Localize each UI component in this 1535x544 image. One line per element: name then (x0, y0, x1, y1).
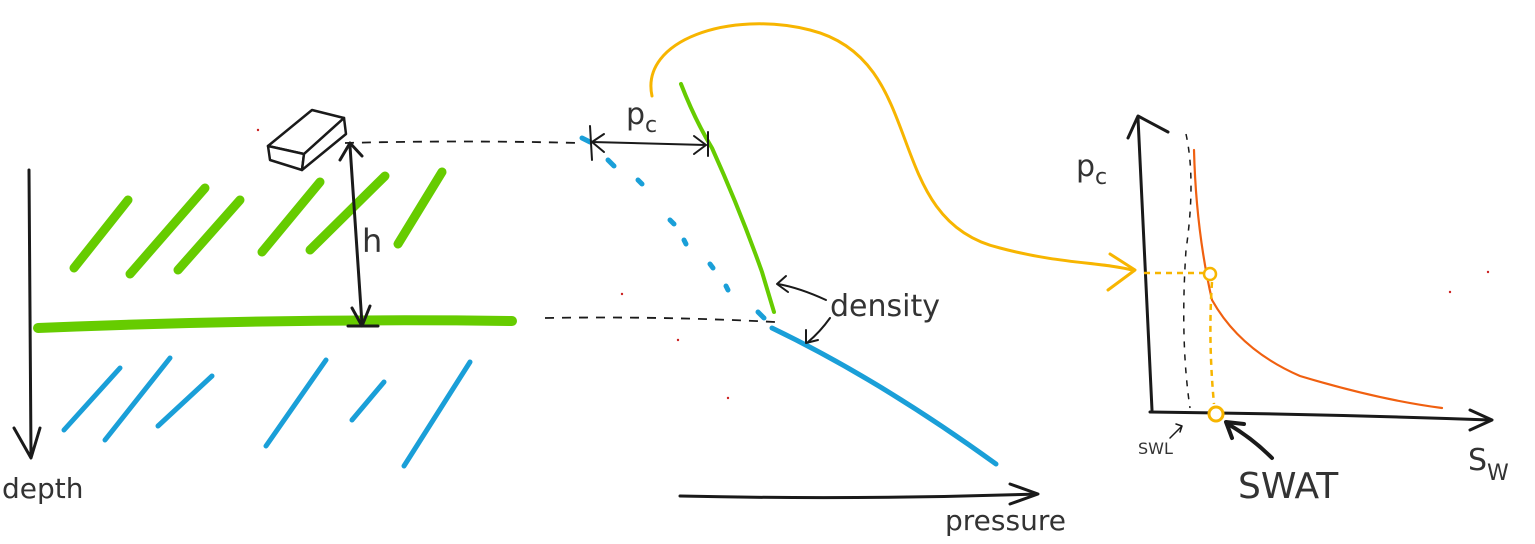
swat-marker (1207, 405, 1225, 423)
pc-label-middle: pc (626, 97, 657, 138)
pressure-axis (678, 482, 1040, 506)
capillary-pressure-curve (1192, 148, 1444, 410)
density-pointers (776, 275, 831, 344)
projection-line-top (344, 140, 581, 144)
yellow-connector (649, 22, 1137, 292)
blue-hatching (61, 355, 473, 469)
pc-double-arrow (589, 125, 709, 161)
swl-label: SWL (1138, 439, 1173, 458)
swat-pointer (1224, 420, 1274, 460)
height-label: h (362, 222, 382, 260)
swl-pointer (1169, 423, 1183, 439)
height-arrow (338, 141, 380, 328)
blue-dotted-extension (579, 135, 767, 321)
density-label: density (830, 289, 940, 324)
pressure-label: pressure (945, 504, 1066, 537)
contact-line (33, 315, 517, 333)
projection-line-bottom (544, 316, 776, 323)
swat-label: SWAT (1238, 466, 1339, 507)
blue-pressure-line (769, 325, 999, 467)
stray-specks (256, 128, 1490, 400)
yellow-guide-lines (1144, 271, 1216, 405)
green-pressure-line (679, 82, 776, 314)
depth-label: depth (2, 472, 84, 505)
swl-dashed-line (1183, 133, 1192, 409)
green-hatching (69, 167, 447, 279)
curve-intersection-marker (1202, 266, 1218, 282)
pc-sw-axes (1126, 114, 1494, 432)
grid-cell-block (266, 108, 348, 172)
sw-axis-label: SW (1468, 443, 1509, 486)
depth-axis (12, 168, 42, 460)
pc-axis-label: pc (1076, 149, 1107, 190)
